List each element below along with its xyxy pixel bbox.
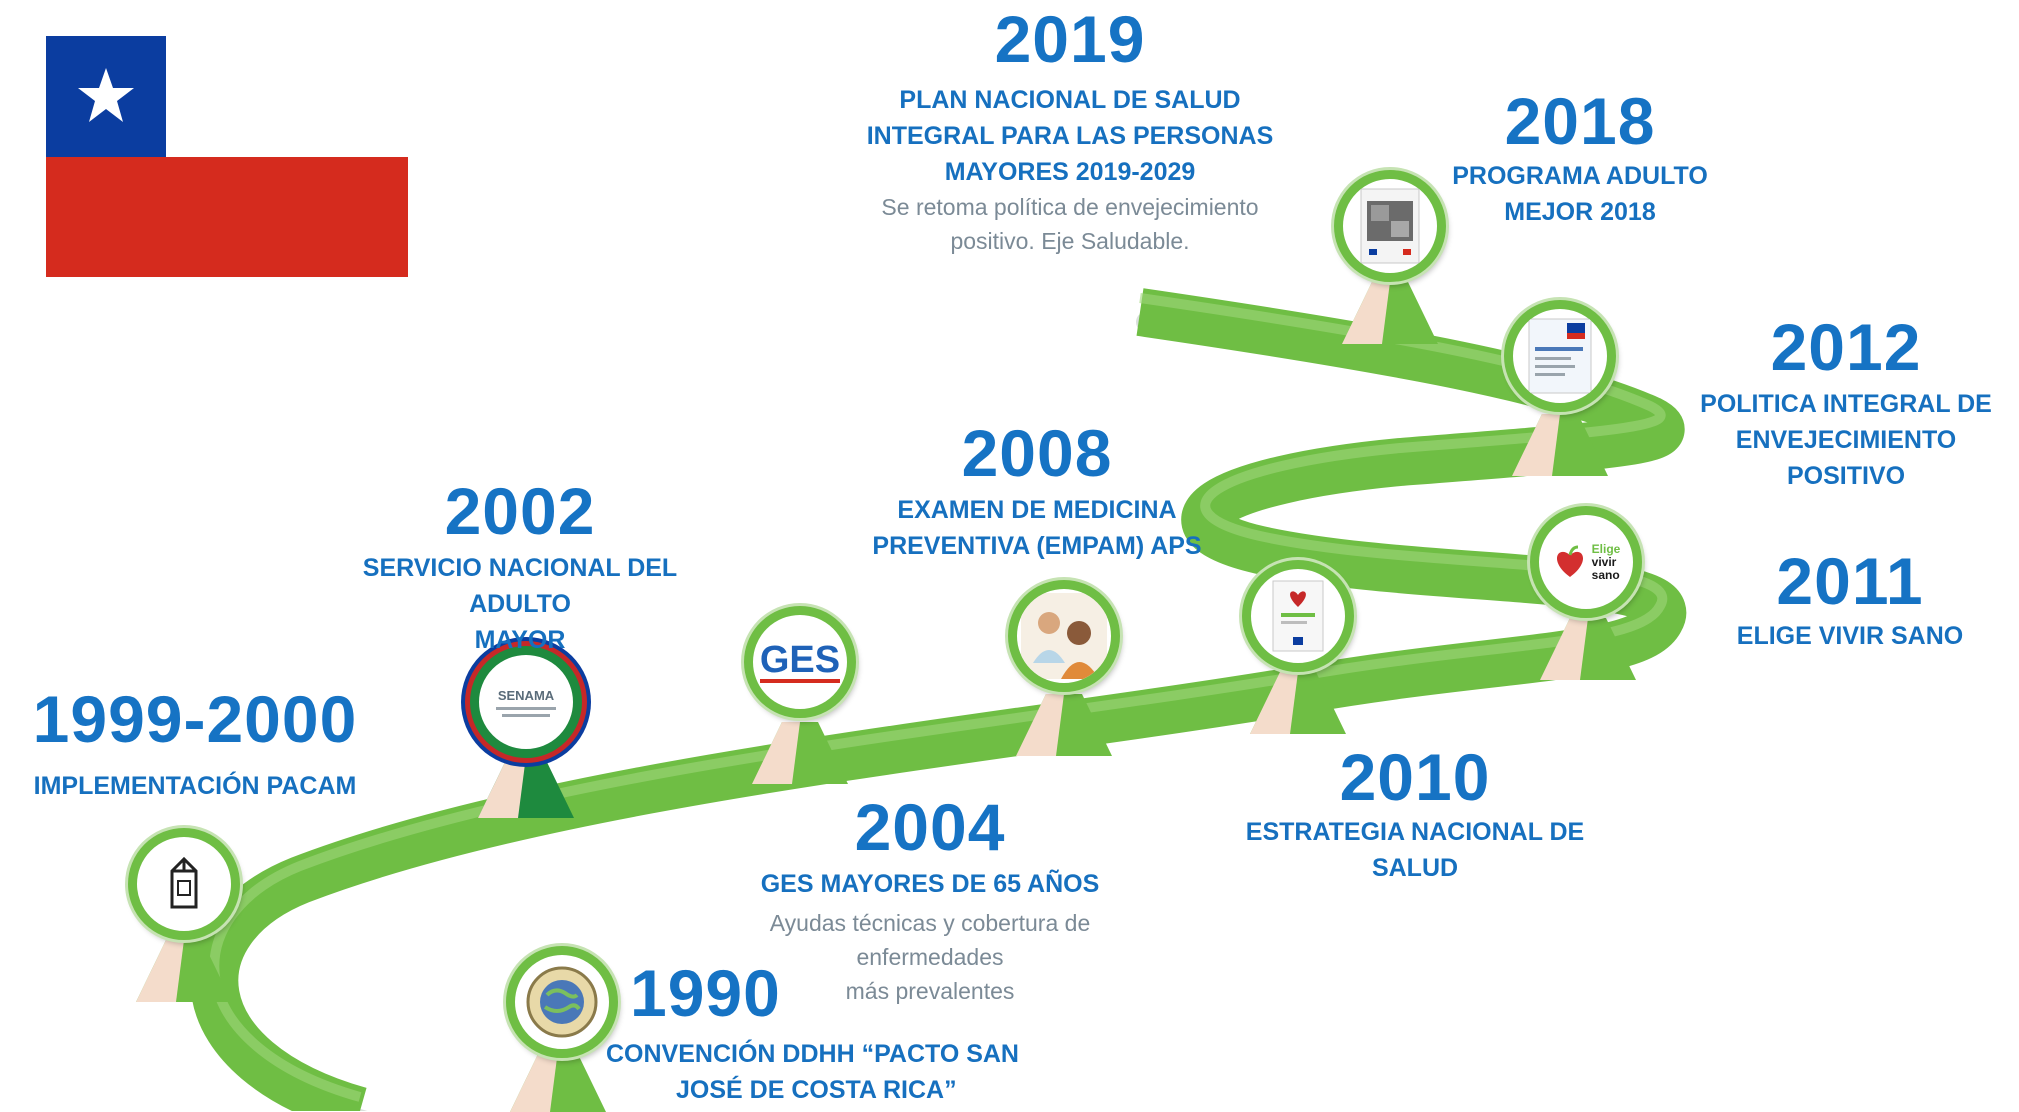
milestone-1990-medal (506, 946, 618, 1058)
document-cover-icon (1272, 580, 1324, 652)
milestone-2019: 2019 PLAN NACIONAL DE SALUD INTEGRAL PAR… (850, 6, 1290, 258)
milestone-description: más prevalentes (845, 978, 1015, 1004)
milestone-label: CONVENCIÓN DDHH “PACTO SAN (606, 1040, 1019, 1068)
milestone-label: PLAN NACIONAL DE SALUD (899, 86, 1241, 114)
pin-stand (136, 940, 232, 1002)
pin-stand (1342, 282, 1438, 344)
milestone-2004: 2004 GES MAYORES DE 65 AÑOS Ayudas técni… (700, 794, 1160, 1008)
chile-flag (46, 36, 408, 277)
milestone-description: positivo. Eje Saludable. (950, 228, 1190, 254)
white-star-icon (78, 68, 134, 122)
milestone-label: MAYORES 2019-2029 (944, 158, 1196, 186)
milestone-1990: 1990 CONVENCIÓN DDHH “PACTO SAN JOSÉ DE … (600, 960, 1020, 1108)
milestone-label: SALUD (1371, 854, 1459, 882)
milestone-1999-medal (128, 828, 240, 940)
milestone-2002: 2002 SERVICIO NACIONAL DEL ADULTO MAYOR (310, 478, 730, 658)
road-path (190, 288, 1686, 1111)
pin-stand (752, 722, 848, 784)
milestone-2010-medal (1242, 560, 1354, 672)
milestone-label: PROGRAMA ADULTO (1452, 162, 1708, 190)
milestone-year: 2004 (854, 790, 1006, 864)
milestone-description: Se retoma política de envejecimiento (881, 194, 1259, 220)
milestone-label: ELIGE VIVIR SANO (1736, 622, 1964, 650)
milestone-label: SERVICIO NACIONAL DEL ADULTO (362, 554, 678, 618)
milestone-label: ENVEJECIMIENTO POSITIVO (1735, 426, 1957, 490)
milestone-label: JOSÉ DE COSTA RICA” (676, 1076, 957, 1104)
milestone-2011-medal: Elige vivir sano (1530, 506, 1642, 618)
milestone-label: MEJOR 2018 (1504, 198, 1656, 226)
milestone-1999: 1999-2000 IMPLEMENTACIÓN PACAM (10, 686, 380, 804)
milestone-2008: 2008 EXAMEN DE MEDICINA PREVENTIVA (EMPA… (842, 420, 1232, 564)
pin-stand (1250, 672, 1346, 734)
milestone-year: 1999-2000 (32, 682, 358, 756)
milestone-2011: 2011 ELIGE VIVIR SANO (1700, 548, 2000, 654)
milestone-label: POLITICA INTEGRAL DE (1700, 390, 1992, 418)
milestone-description: Ayudas técnicas y cobertura de enfermeda… (769, 910, 1091, 970)
milestone-label: ESTRATEGIA NACIONAL DE (1245, 818, 1585, 846)
milestone-year: 2019 (994, 2, 1146, 76)
heart-icon (1556, 545, 1583, 577)
doctor-photo-icon (1021, 593, 1107, 679)
milestone-2002-medal: SENAMA (470, 646, 582, 758)
milestone-year: 1990 (630, 956, 781, 1030)
milestone-2018: 2018 PROGRAMA ADULTO MEJOR 2018 (1430, 88, 1730, 230)
milestone-label: MAYOR (474, 626, 566, 654)
milestone-label: GES MAYORES DE 65 AÑOS (760, 870, 1100, 898)
ges-logo: GES (759, 639, 841, 683)
milestone-year: 2010 (1339, 740, 1491, 814)
milestone-year: 2018 (1504, 84, 1656, 158)
milestone-year: 2011 (1776, 544, 1924, 618)
heart-logo-icon: Elige vivir sano (1552, 542, 1620, 582)
milestone-label: PREVENTIVA (EMPAM) APS (872, 532, 1202, 560)
milk-carton-icon (170, 856, 198, 909)
milestone-label: EXAMEN DE MEDICINA (897, 496, 1177, 524)
road-highlight (209, 293, 1668, 1102)
milestone-2004-medal: GES (744, 606, 856, 718)
milestone-year: 2012 (1770, 310, 1922, 384)
pin-stand (1016, 694, 1112, 756)
milestone-2012: 2012 POLITICA INTEGRAL DE ENVEJECIMIENTO… (1676, 314, 2016, 494)
pin-stand (1512, 414, 1608, 476)
globe-seal-icon (526, 966, 598, 1038)
milestone-2010: 2010 ESTRATEGIA NACIONAL DE SALUD (1230, 744, 1600, 886)
pin-stand (478, 756, 574, 818)
milestone-2012-medal (1504, 300, 1616, 412)
milestone-label: IMPLEMENTACIÓN PACAM (33, 772, 357, 800)
milestone-year: 2002 (444, 474, 596, 548)
flag-red-band (46, 157, 408, 277)
document-cover-icon (1360, 188, 1420, 264)
document-cover-icon (1528, 318, 1592, 394)
pin-stand (510, 1050, 606, 1112)
milestone-2008-medal (1008, 580, 1120, 692)
senama-logo: SENAMA (496, 688, 556, 717)
pin-stand (1540, 618, 1636, 680)
milestone-2018-medal (1334, 170, 1446, 282)
milestone-label: INTEGRAL PARA LAS PERSONAS (866, 122, 1274, 150)
milestone-year: 2008 (961, 416, 1113, 490)
